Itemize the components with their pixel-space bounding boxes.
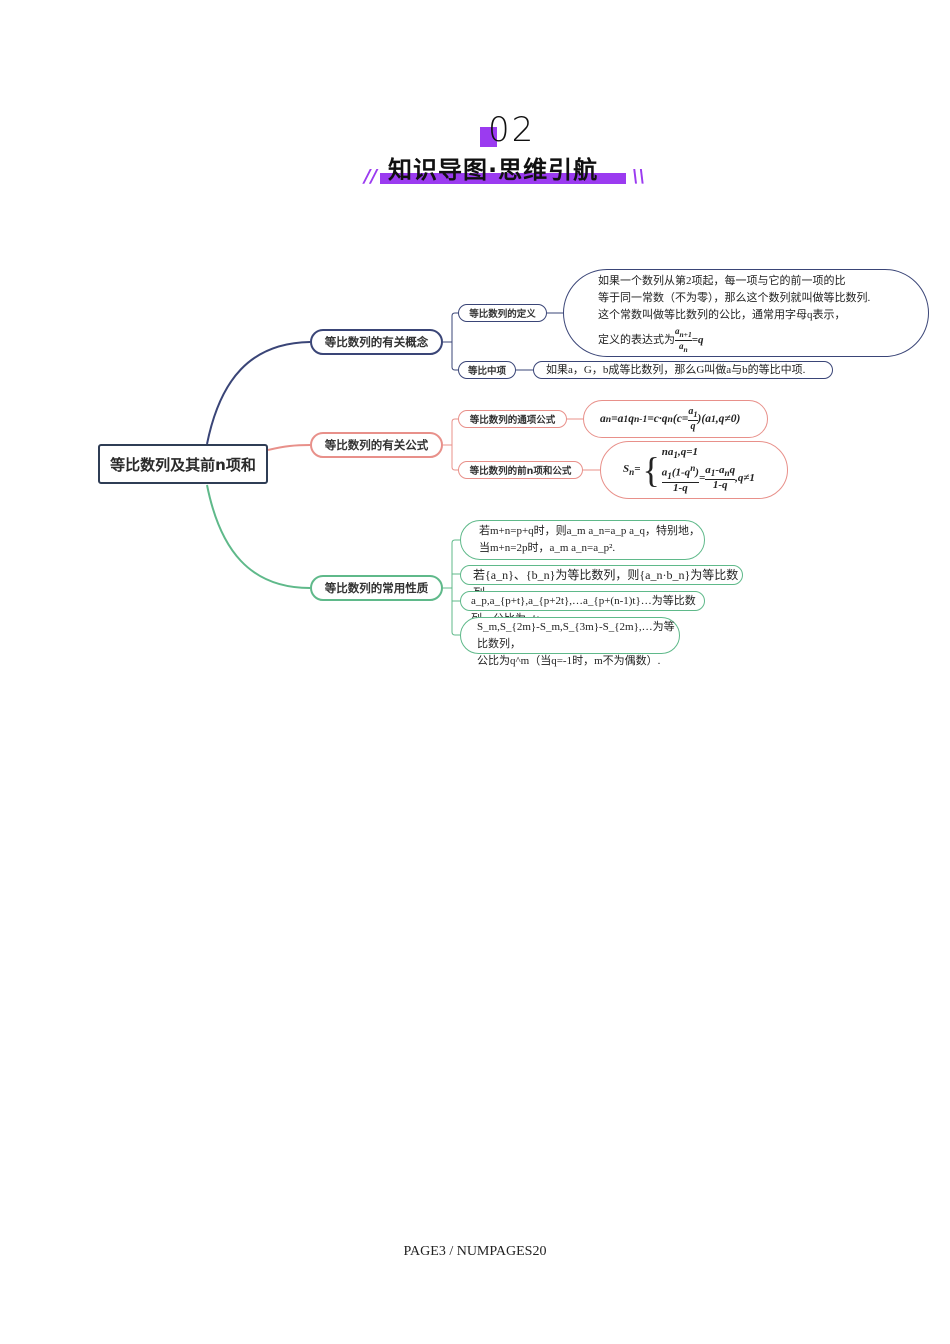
definition-content: 如果一个数列从第2项起，每一项与它的前一项的比 等于同一常数（不为零），那么这个… — [563, 269, 929, 357]
property-index-sum: 若m+n=p+q时，则a_m a_n=a_p a_q，特别地， 当m+n=2p时… — [460, 520, 705, 560]
mindmap-connectors — [206, 312, 600, 636]
property-subsequence: a_p,a_{p+t},a_{p+2t},…a_{p+(n-1)t}…为等比数列… — [460, 591, 705, 625]
node-general-term: 等比数列的通项公式 — [458, 410, 567, 428]
section-title: 知识导图·思维引航 — [388, 156, 599, 184]
branch-concepts: 等比数列的有关概念 — [310, 329, 443, 355]
property-product-sequence: 若{a_n}、{b_n}为等比数列，则{a_n·b_n}为等比数列 — [460, 565, 743, 600]
section-number: 02 — [488, 110, 536, 150]
property-partial-sums: S_m,S_{2m}-S_m,S_{3m}-S_{2m},…为等比数列， 公比为… — [460, 617, 680, 667]
slash-decoration-right: \\ — [632, 166, 646, 187]
title-highlight-bar — [380, 173, 626, 184]
branch-formulas: 等比数列的有关公式 — [310, 432, 443, 458]
branch-properties: 等比数列的常用性质 — [310, 575, 443, 601]
node-definition: 等比数列的定义 — [458, 304, 547, 322]
node-geometric-mean: 等比中项 — [458, 361, 516, 379]
page-number: PAGE3 / NUMPAGES20 — [403, 1244, 547, 1259]
section-accent-square — [480, 127, 497, 147]
node-sum-formula: 等比数列的前n项和公式 — [458, 461, 583, 479]
slash-decoration-left: // — [364, 166, 378, 187]
geometric-mean-content: 如果a，G，b成等比数列，那么G叫做a与b的等比中项. — [533, 361, 833, 379]
mindmap-root-node: 等比数列及其前n项和 — [98, 444, 268, 484]
